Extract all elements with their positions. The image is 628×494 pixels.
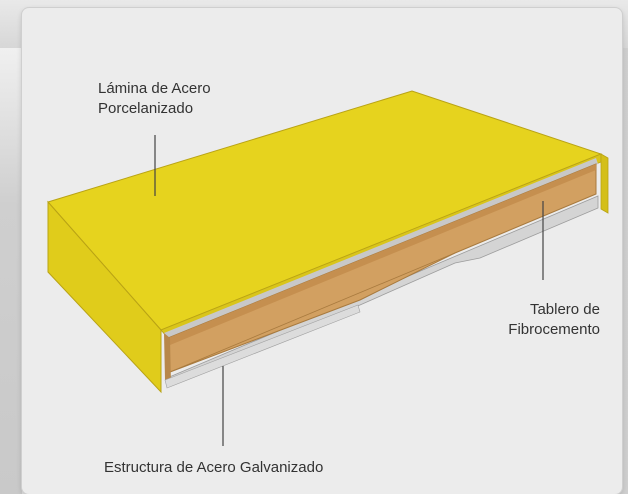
fiber-cement-board-shade bbox=[168, 164, 596, 345]
steel-sheet-right-end bbox=[600, 153, 609, 214]
label-galvanized-structure: Estructura de Acero Galvanizado bbox=[104, 459, 324, 476]
galvanized-lower-lip bbox=[164, 304, 361, 389]
label-steel-sheet-line1: Lámina de Acero bbox=[98, 80, 211, 97]
fiber-cement-board-end bbox=[164, 333, 171, 384]
label-steel-sheet: Lámina de Acero Porcelanizado bbox=[98, 79, 211, 119]
galvanized-steel-flange bbox=[164, 158, 598, 340]
label-steel-sheet-line2: Porcelanizado bbox=[98, 100, 194, 117]
label-fiber-cement-line2: Fibrocemento bbox=[508, 321, 600, 338]
background-left-shade bbox=[0, 48, 22, 494]
board-edge-line bbox=[169, 252, 456, 373]
label-fiber-cement-line1: Tablero de bbox=[529, 301, 600, 318]
steel-sheet-left-face-lower bbox=[48, 272, 161, 392]
label-fiber-cement-board: Tablero de Fibrocemento bbox=[470, 300, 600, 340]
